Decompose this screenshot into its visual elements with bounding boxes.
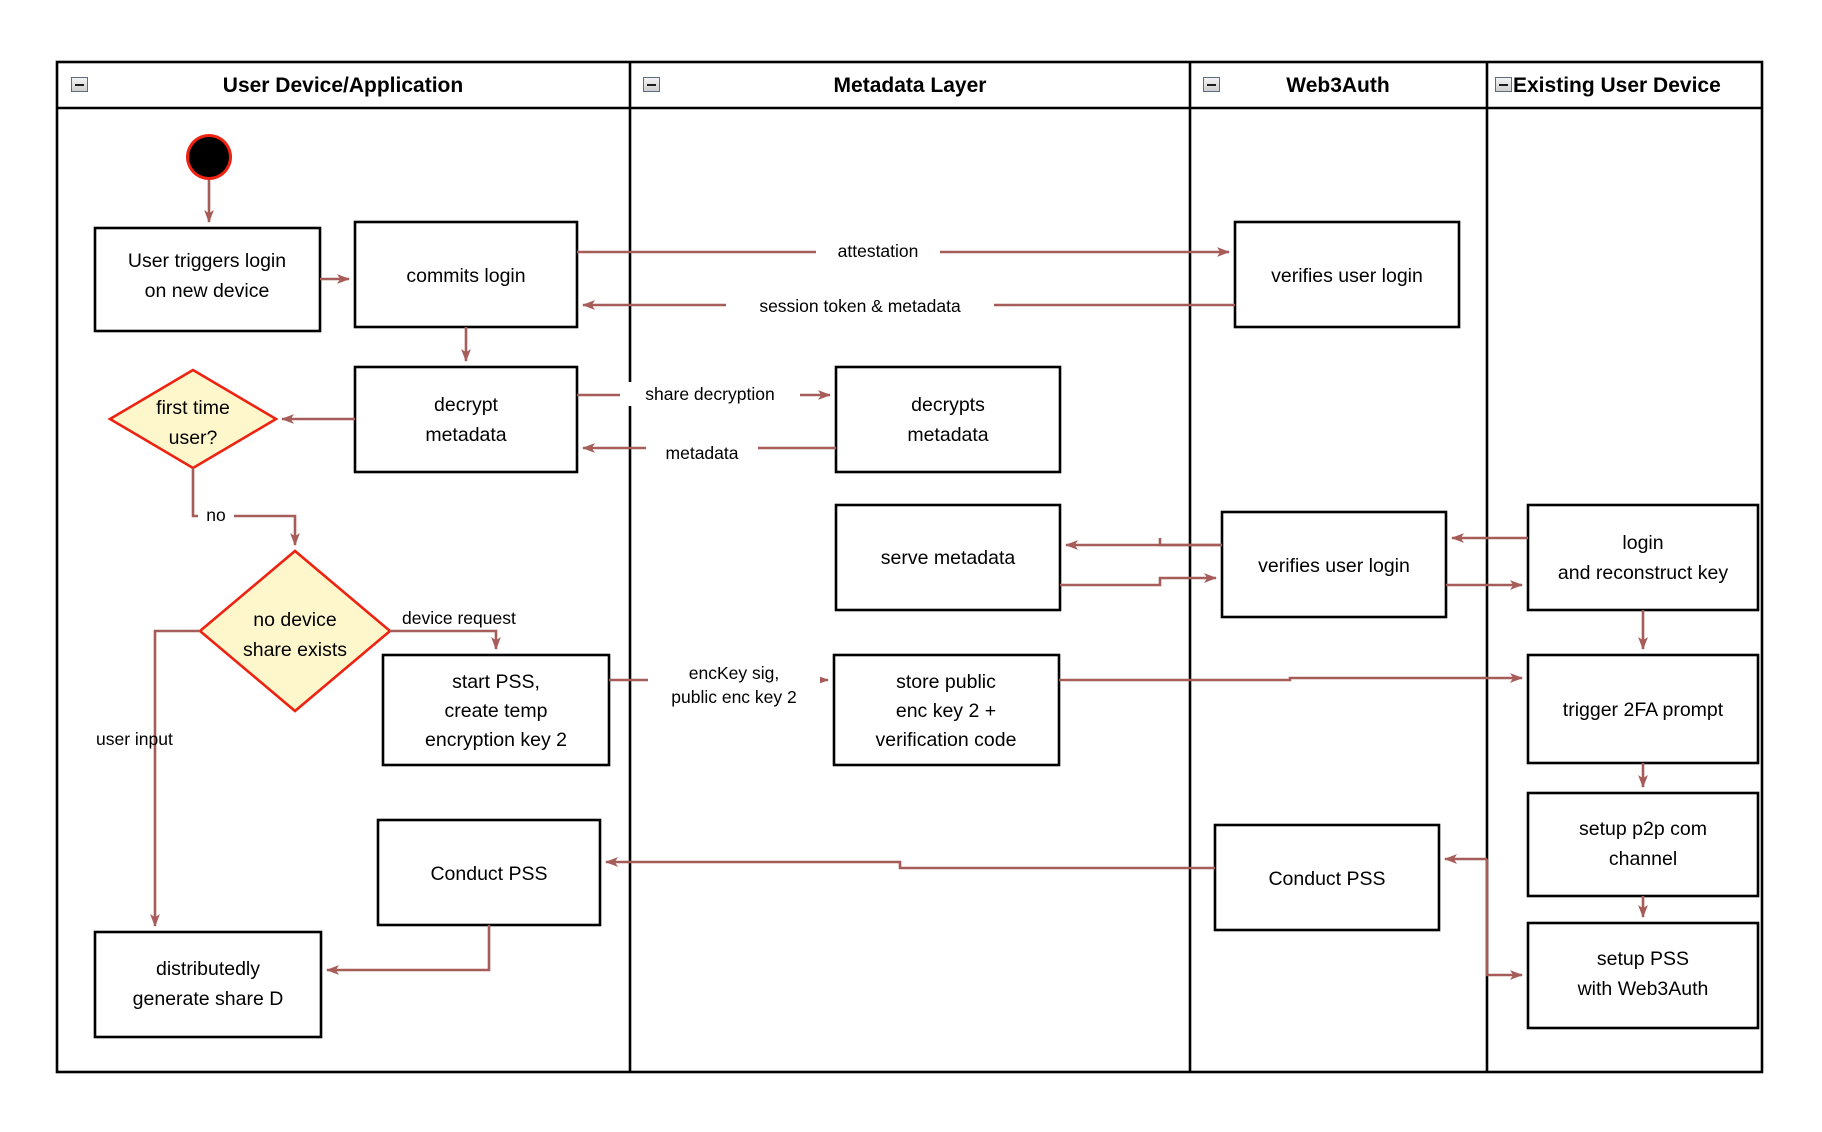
lane-title-web3auth: Web3Auth [1286, 74, 1389, 97]
label-store-3: verification code [876, 729, 1017, 751]
node-conduct-pss-web3auth[interactable] [1213, 823, 1441, 932]
node-verifies-user-login-2[interactable] [1220, 510, 1448, 619]
minus-box-icon-user-device[interactable] [71, 77, 88, 92]
label-setup-pss-1: setup PSS [1597, 948, 1689, 970]
label-trigger-2fa: trigger 2FA prompt [1563, 699, 1724, 721]
node-no-device-share-exists[interactable] [197, 549, 393, 713]
label-user-triggers-login-1: User triggers login [128, 250, 286, 272]
label-start-pss-3: encryption key 2 [425, 729, 567, 751]
edge-label-no: no [206, 505, 225, 525]
edge-label-user-input: user input [96, 729, 173, 749]
edge-label-enckey-sig-1: encKey sig, [689, 663, 779, 683]
label-dist-share-2: generate share D [133, 988, 284, 1010]
edge-nodevice-to-shared [150, 629, 200, 927]
edge-setuppss-inbound [1485, 859, 1523, 980]
label-no-device-share-1: no device [253, 609, 336, 631]
label-store-1: store public [896, 671, 996, 693]
edge-label-session-token: session token & metadata [759, 296, 961, 316]
edge-serve-to-verifies2 [1060, 573, 1217, 587]
node-store-public-enc-key[interactable] [832, 653, 1061, 767]
node-verifies-user-login-1[interactable] [1233, 220, 1461, 329]
edge-label-share-decryption: share decryption [645, 384, 774, 404]
label-dist-share-1: distributedly [156, 958, 260, 980]
label-start-pss-2: create temp [445, 700, 548, 722]
label-start-pss-1: start PSS, [452, 671, 540, 693]
edge-verifies2-to-serve-jog [1158, 538, 1222, 547]
node-user-triggers-login[interactable] [93, 226, 322, 333]
node-trigger-2fa-prompt[interactable] [1526, 653, 1760, 765]
node-first-time-user[interactable] [107, 368, 279, 470]
label-setup-pss-2: with Web3Auth [1577, 978, 1709, 1000]
label-p2p-1: setup p2p com [1579, 818, 1707, 840]
label-login-1: login [1622, 532, 1663, 554]
initial-node [186, 134, 232, 180]
label-store-2: enc key 2 + [896, 700, 996, 722]
node-setup-pss-with-web3auth[interactable] [1526, 921, 1760, 1030]
edge-label-enckey-sig-2: public enc key 2 [671, 687, 797, 707]
label-decrypt-metadata-2: metadata [425, 424, 506, 446]
label-decrypts-metadata-1: decrypts [911, 394, 985, 416]
minus-box-icon-metadata-layer[interactable] [643, 77, 660, 92]
edge-label-attestation: attestation [838, 241, 919, 261]
label-login-2: and reconstruct key [1558, 562, 1728, 584]
label-decrypts-metadata-2: metadata [907, 424, 988, 446]
node-distributedly-generate-share-d[interactable] [93, 930, 323, 1039]
label-first-time-user-1: first time [156, 397, 230, 419]
node-login-and-reconstruct-key[interactable] [1526, 503, 1760, 612]
node-serve-metadata[interactable] [834, 503, 1062, 612]
label-verifies-user-login-1: verifies user login [1271, 265, 1423, 287]
lane-title-metadata-layer: Metadata Layer [834, 74, 987, 97]
lane-title-user-device: User Device/Application [223, 74, 463, 97]
label-user-triggers-login-2: on new device [145, 280, 270, 302]
node-setup-p2p-com-channel[interactable] [1526, 791, 1760, 898]
label-decrypt-metadata-1: decrypt [434, 394, 499, 416]
edge-nodevice-to-startpss [390, 629, 501, 650]
node-decrypts-metadata[interactable] [834, 365, 1062, 474]
node-decrypt-metadata[interactable] [353, 365, 579, 474]
label-first-time-user-2: user? [169, 427, 218, 449]
label-conduct-pss-user: Conduct PSS [430, 863, 547, 885]
label-serve-metadata: serve metadata [881, 547, 1016, 569]
edge-store-to-trigger2fa [1059, 673, 1523, 683]
label-p2p-2: channel [1609, 848, 1677, 870]
lane-title-existing-user-device: Existing User Device [1513, 74, 1721, 97]
label-no-device-share-2: share exists [243, 639, 347, 661]
label-verifies-user-login-2: verifies user login [1258, 555, 1410, 577]
edge-conductuser-to-shared [326, 925, 491, 975]
edge-conductw3a-to-conductuser [605, 857, 1215, 870]
minus-box-icon-web3auth[interactable] [1203, 77, 1220, 92]
label-conduct-pss-web3auth: Conduct PSS [1268, 868, 1385, 890]
node-conduct-pss-user[interactable] [376, 818, 602, 927]
minus-box-icon-existing-user-device[interactable] [1495, 77, 1512, 92]
node-commits-login[interactable] [353, 220, 579, 329]
edge-label-device-request: device request [402, 608, 516, 628]
label-commits-login: commits login [406, 265, 525, 287]
edge-label-metadata: metadata [666, 443, 739, 463]
node-start-pss[interactable] [381, 653, 611, 767]
edge-firsttime-to-nodevice [191, 468, 300, 546]
